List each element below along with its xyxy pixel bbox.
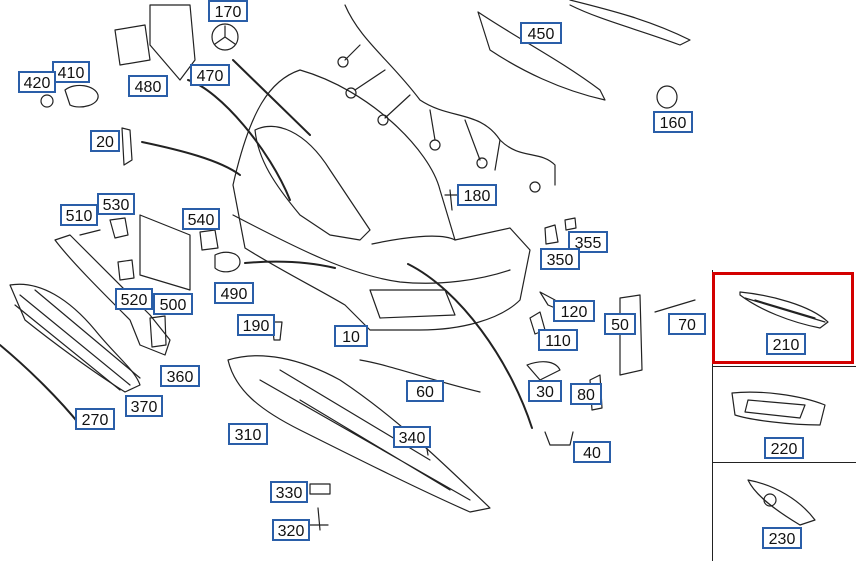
part-label-355[interactable]: 355	[568, 231, 608, 253]
sensor-bracket	[149, 4, 196, 81]
part-label-410[interactable]: 410	[52, 61, 90, 83]
part-label-490[interactable]: 490	[214, 282, 254, 304]
panel-divider	[712, 366, 856, 367]
part-label-190[interactable]: 190	[237, 314, 275, 336]
part-label-470[interactable]: 470	[190, 64, 230, 86]
lower-spoiler	[227, 355, 491, 513]
part-label-370[interactable]: 370	[125, 395, 163, 417]
part-label-420[interactable]: 420	[18, 71, 56, 93]
fog-lamp-bezel-220	[731, 391, 826, 426]
part-label-60[interactable]: 60	[406, 380, 444, 402]
part-label-450[interactable]: 450	[520, 22, 562, 44]
part-label-530[interactable]: 530	[97, 193, 135, 215]
upper-trim	[477, 11, 606, 101]
bumper-cover-outline	[232, 69, 531, 331]
part-label-110[interactable]: 110	[538, 329, 578, 351]
part-label-50[interactable]: 50	[604, 313, 636, 335]
part-label-30[interactable]: 30	[528, 380, 562, 402]
part-label-320[interactable]: 320	[272, 519, 310, 541]
part-label-500[interactable]: 500	[153, 293, 193, 315]
part-label-340[interactable]: 340	[393, 426, 431, 448]
part-label-20[interactable]: 20	[90, 130, 120, 152]
trim-strip	[0, 344, 81, 426]
part-label-80[interactable]: 80	[570, 383, 602, 405]
part-label-10[interactable]: 10	[334, 325, 368, 347]
side-panel	[712, 270, 856, 561]
part-label-510[interactable]: 510	[60, 204, 98, 226]
part-label-310[interactable]: 310	[228, 423, 268, 445]
bumper-grille-opening	[254, 125, 371, 241]
part-label-120[interactable]: 120	[553, 300, 595, 322]
selected-part-highlight	[712, 272, 854, 364]
side-panel-item-230[interactable]: 230	[762, 527, 802, 549]
grille-insert-210	[739, 291, 829, 329]
part-label-270[interactable]: 270	[75, 408, 115, 430]
part-label-70[interactable]: 70	[668, 313, 706, 335]
panel-divider	[712, 462, 856, 463]
part-label-350[interactable]: 350	[540, 248, 580, 270]
left-bracket	[54, 234, 171, 356]
bumper-lower-line	[232, 214, 511, 284]
part-label-160[interactable]: 160	[653, 111, 693, 133]
part-label-40[interactable]: 40	[573, 441, 611, 463]
part-label-520[interactable]: 520	[115, 288, 153, 310]
part-label-330[interactable]: 330	[270, 481, 308, 503]
wiring-harness	[344, 4, 556, 186]
part-label-170[interactable]: 170	[208, 0, 248, 22]
star-emblem	[211, 23, 239, 51]
part-label-480[interactable]: 480	[128, 75, 168, 97]
side-panel-item-220[interactable]: 220	[764, 437, 804, 459]
part-label-360[interactable]: 360	[160, 365, 200, 387]
side-panel-item-210[interactable]: 210	[766, 333, 806, 355]
part-label-180[interactable]: 180	[457, 184, 497, 206]
bumper-lower-opening	[369, 289, 456, 319]
part-label-540[interactable]: 540	[182, 208, 220, 230]
fog-lamp-cover-230	[747, 479, 816, 526]
